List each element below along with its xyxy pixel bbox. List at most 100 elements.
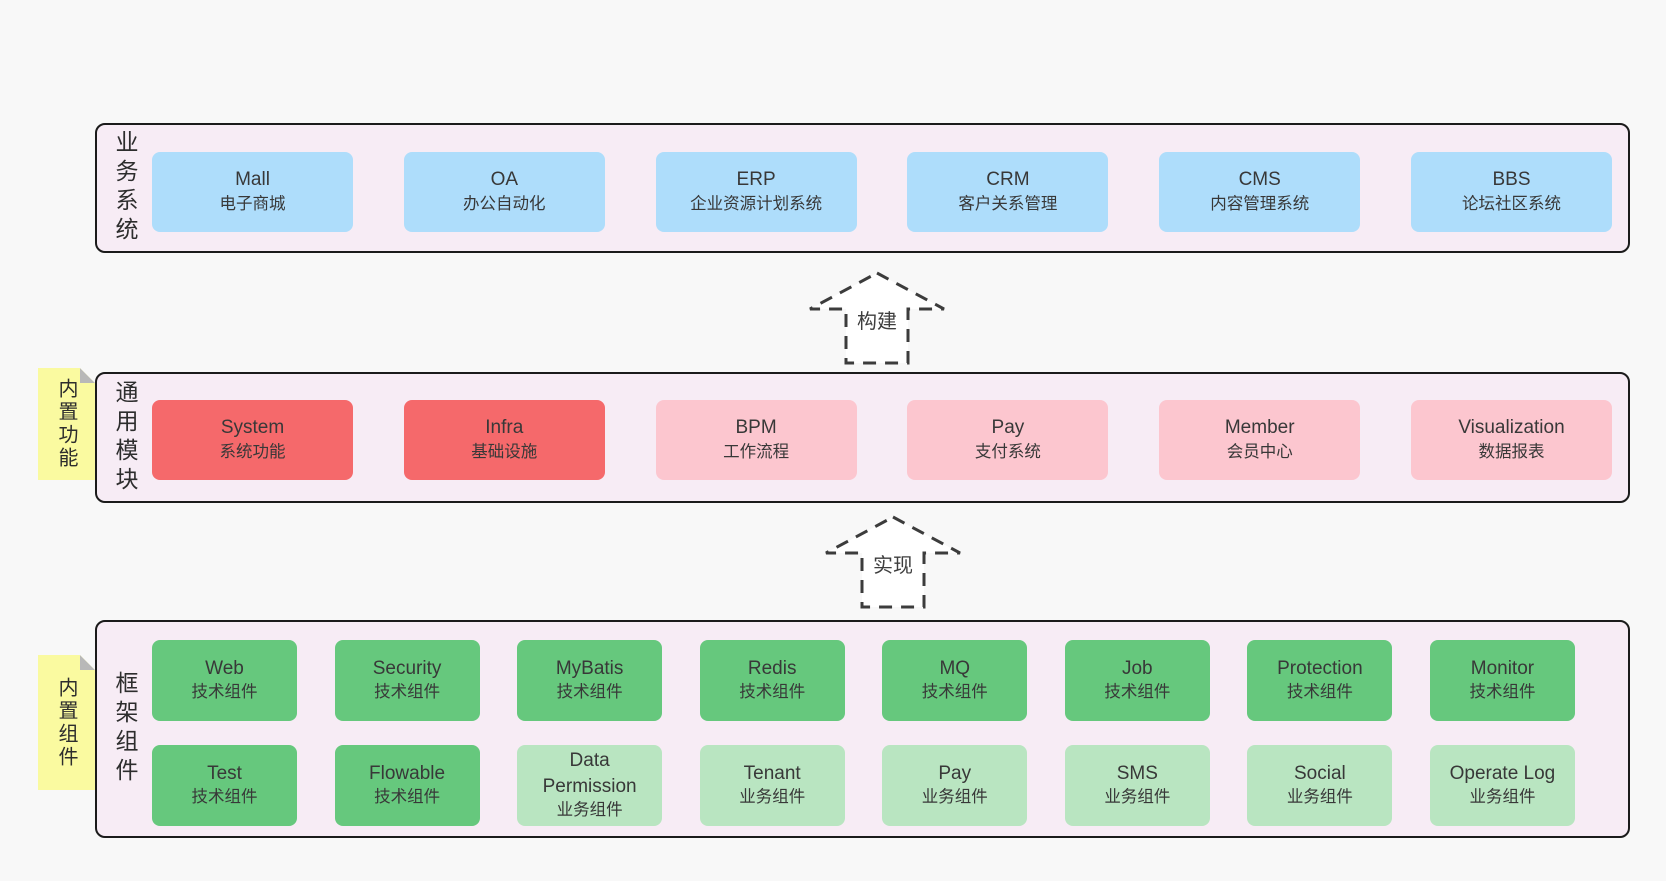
arrow-label-build: 构建 <box>857 310 897 333</box>
box-bpm: BPM 工作流程 <box>655 400 857 480</box>
box-desc: 系统功能 <box>219 442 286 461</box>
box-name: Pay <box>991 417 1025 439</box>
box-crm: CRM 客户关系管理 <box>907 152 1109 232</box>
box-desc: 基础设施 <box>471 442 538 461</box>
box-desc: 技术组件 <box>374 788 441 807</box>
box-monitor: Monitor 技术组件 <box>1429 640 1575 721</box>
box-desc: 技术组件 <box>191 683 258 702</box>
box-oa: OA 办公自动化 <box>403 152 605 232</box>
box-desc: 技术组件 <box>921 683 988 702</box>
box-desc: 技术组件 <box>1469 683 1536 702</box>
folded-corner-icon <box>80 655 95 670</box>
box-pay-module: Pay 支付系统 <box>907 400 1109 480</box>
box-desc: 业务组件 <box>739 788 806 807</box>
box-desc: 客户关系管理 <box>958 194 1058 213</box>
box-desc: 技术组件 <box>374 683 441 702</box>
box-name: SMS <box>1116 762 1158 784</box>
box-name: Protection <box>1277 657 1363 679</box>
box-desc: 论坛社区系统 <box>1461 194 1561 213</box>
box-name: Social <box>1294 762 1346 784</box>
box-name: MQ <box>939 657 971 679</box>
panel-label-business: 业务系统 <box>112 130 138 246</box>
box-desc: 工作流程 <box>723 442 790 461</box>
box-name: Mall <box>235 169 270 191</box>
box-desc: 内容管理系统 <box>1210 194 1310 213</box>
box-name: Test <box>207 762 242 784</box>
box-security: Security 技术组件 <box>334 640 480 721</box>
arrow-label-implement: 实现 <box>873 554 913 577</box>
box-test: Test 技术组件 <box>152 745 297 826</box>
box-name: OA <box>490 169 519 191</box>
box-name: CRM <box>986 169 1030 191</box>
box-visualization: Visualization 数据报表 <box>1410 400 1612 480</box>
panel-label-framework: 框架组件 <box>112 671 138 787</box>
box-tenant: Tenant 业务组件 <box>699 745 845 826</box>
box-desc: 业务组件 <box>1469 788 1536 807</box>
box-cms: CMS 内容管理系统 <box>1159 152 1361 232</box>
box-name: Member <box>1224 417 1295 439</box>
box-desc: 技术组件 <box>556 683 623 702</box>
box-desc: 业务组件 <box>921 788 988 807</box>
box-mybatis: MyBatis 技术组件 <box>517 640 663 721</box>
modules-box-row: System 系统功能 Infra 基础设施 BPM 工作流程 Pay 支付系统… <box>97 400 1628 480</box>
box-desc: 办公自动化 <box>463 194 546 213</box>
box-desc: 业务组件 <box>1104 788 1171 807</box>
box-desc: 技术组件 <box>191 788 258 807</box>
box-web: Web 技术组件 <box>152 640 297 721</box>
box-member: Member 会员中心 <box>1159 400 1361 480</box>
panel-framework-components: 框架组件 Web 技术组件 Security 技术组件 MyBatis 技术组件… <box>95 620 1630 838</box>
box-name: System <box>220 417 285 439</box>
box-name: Monitor <box>1470 657 1535 679</box>
up-arrow-icon: 实现 <box>825 515 961 609</box>
box-pay-component: Pay 业务组件 <box>882 745 1028 826</box>
box-protection: Protection 技术组件 <box>1247 640 1393 721</box>
up-arrow-icon: 构建 <box>809 271 945 365</box>
box-desc: 电子商城 <box>219 194 286 213</box>
box-name: Tenant <box>743 762 801 784</box>
box-name: Job <box>1121 657 1153 679</box>
box-desc: 业务组件 <box>1286 788 1353 807</box>
box-operate-log: Operate Log 业务组件 <box>1429 745 1575 826</box>
box-name: Flowable <box>369 762 446 784</box>
box-job: Job 技术组件 <box>1064 640 1210 721</box>
box-name: Visualization <box>1458 417 1565 439</box>
box-desc: 支付系统 <box>974 442 1041 461</box>
box-social: Social 业务组件 <box>1247 745 1393 826</box>
sticky-note-builtin-components: 内置组件 <box>38 655 95 790</box>
box-data-permission: Data Permission 业务组件 <box>517 745 663 826</box>
box-name: Infra <box>485 417 524 439</box>
box-name: Operate Log <box>1449 762 1556 784</box>
box-name: Security <box>372 657 442 679</box>
box-desc: 会员中心 <box>1226 442 1293 461</box>
panel-business-systems: 业务系统 Mall 电子商城 OA 办公自动化 ERP 企业资源计划系统 CRM… <box>95 123 1630 253</box>
box-name: BBS <box>1492 169 1531 191</box>
box-name: CMS <box>1238 169 1281 191</box>
box-name: Web <box>205 657 244 679</box>
box-desc: 技术组件 <box>1286 683 1353 702</box>
box-name: Pay <box>938 762 972 784</box>
business-box-row: Mall 电子商城 OA 办公自动化 ERP 企业资源计划系统 CRM 客户关系… <box>97 152 1628 232</box>
sticky-label: 内置组件 <box>55 676 77 769</box>
box-name: MyBatis <box>555 657 624 679</box>
box-redis: Redis 技术组件 <box>699 640 845 721</box>
sticky-label: 内置功能 <box>55 378 77 470</box>
box-mall: Mall 电子商城 <box>152 152 353 232</box>
framework-box-row-1: Web 技术组件 Security 技术组件 MyBatis 技术组件 Redi… <box>97 640 1628 721</box>
box-desc: 技术组件 <box>1104 683 1171 702</box>
box-infra: Infra 基础设施 <box>403 400 605 480</box>
box-desc: 数据报表 <box>1478 442 1545 461</box>
box-flowable: Flowable 技术组件 <box>334 745 480 826</box>
box-desc: 业务组件 <box>556 801 623 820</box>
sticky-note-builtin-features: 内置功能 <box>38 368 95 480</box>
box-name: ERP <box>736 169 776 191</box>
box-bbs: BBS 论坛社区系统 <box>1410 152 1612 232</box>
box-desc: 企业资源计划系统 <box>690 194 823 213</box>
box-desc: 技术组件 <box>739 683 806 702</box>
box-sms: SMS 业务组件 <box>1064 745 1210 826</box>
box-name: Redis <box>747 657 797 679</box>
box-name: Data Permission <box>542 749 637 797</box>
panel-label-modules: 通用模块 <box>112 379 138 496</box>
box-erp: ERP 企业资源计划系统 <box>655 152 857 232</box>
box-mq: MQ 技术组件 <box>882 640 1028 721</box>
